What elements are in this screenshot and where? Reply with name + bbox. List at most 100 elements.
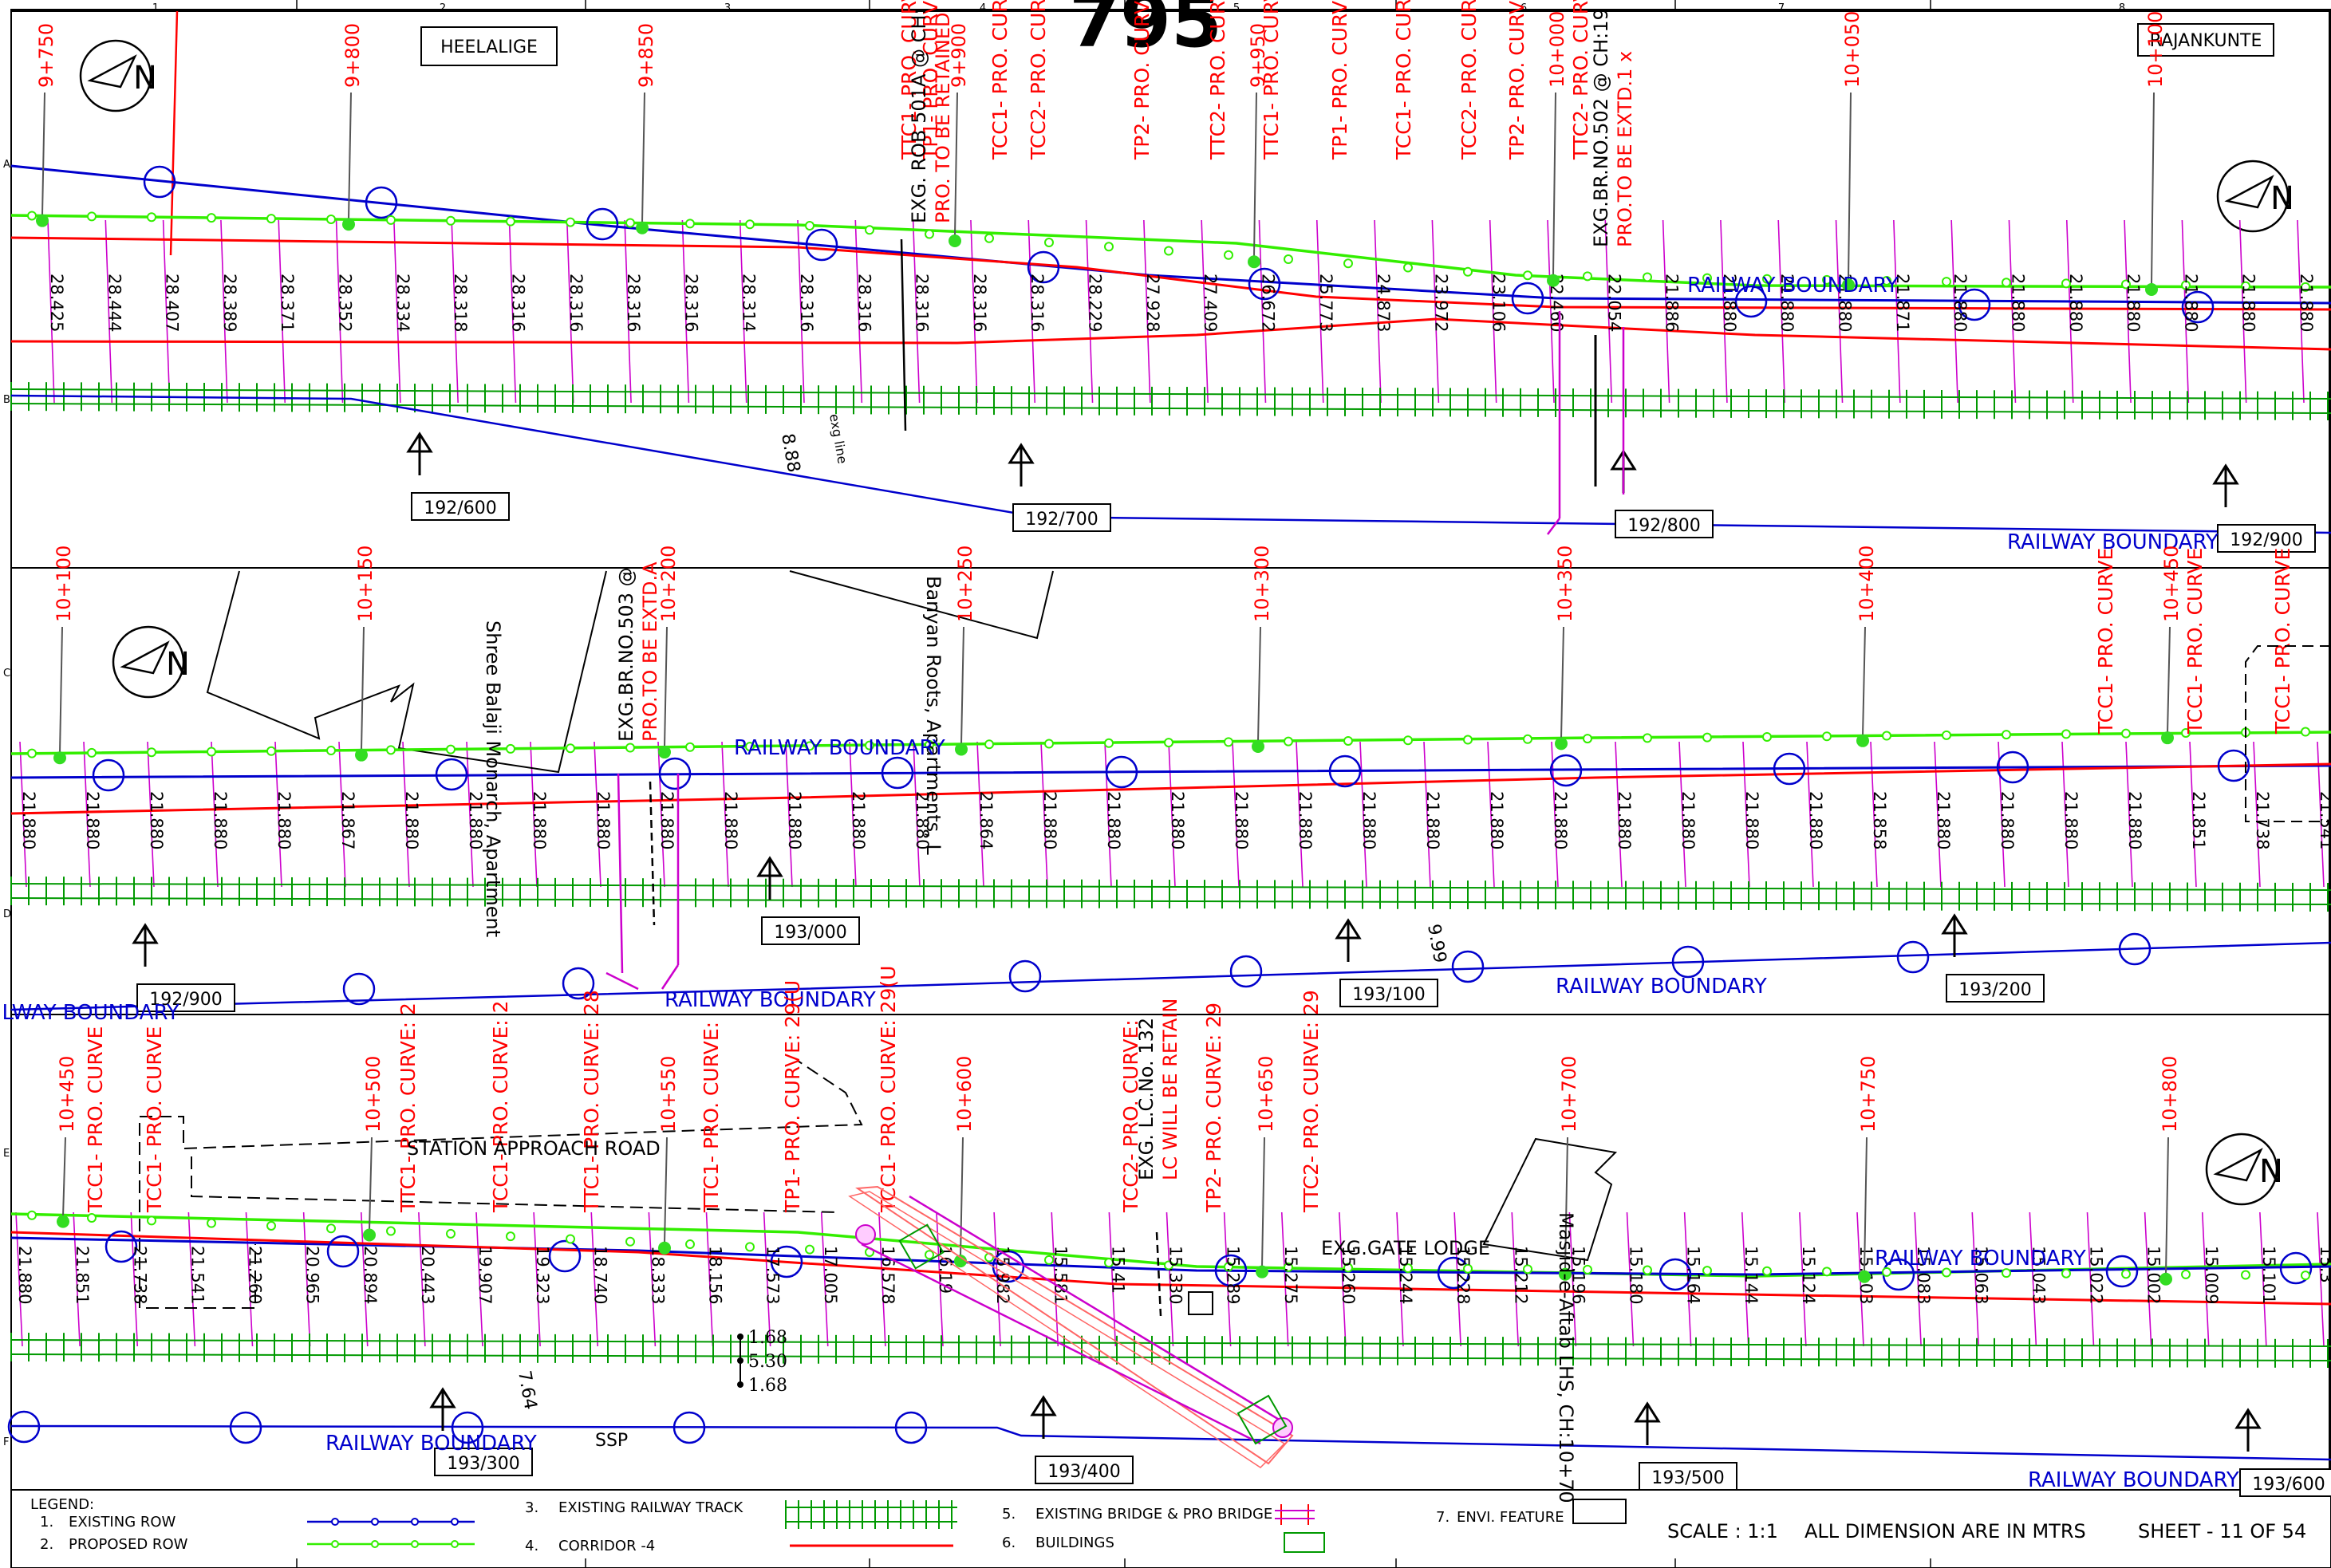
row-marker [1164, 246, 1173, 256]
boundary-pillar-icon [658, 757, 692, 790]
offset-line [15, 1211, 23, 1347]
boundary-pillar-icon [1896, 940, 1930, 974]
offset-line [1683, 1211, 1692, 1347]
level-label: 17.573 [763, 1246, 783, 1304]
row-marker [1044, 739, 1054, 749]
km-arrow-icon [406, 431, 433, 475]
row-marker [805, 741, 814, 751]
offset-line [1339, 1211, 1347, 1347]
row-marker [1164, 738, 1173, 748]
offset-line [1551, 741, 1559, 888]
offset-line [1166, 1211, 1174, 1347]
chainage-point [955, 743, 968, 756]
offset-line [1396, 1211, 1404, 1347]
level-label: 21.880 [785, 791, 804, 849]
offset-line [1806, 741, 1814, 888]
level-label: 21.871 [1893, 274, 1912, 332]
level-label: 28.316 [913, 274, 932, 332]
railway-boundary-label: RAILWAY BOUNDARY [1687, 274, 1899, 297]
row-marker [326, 746, 336, 756]
level-label: 15.330 [1166, 1246, 1185, 1304]
level-label: 21.880 [1487, 791, 1506, 849]
row-marker [1044, 1255, 1054, 1265]
level-label: 28.316 [1027, 274, 1047, 332]
bridge-label: PRO. TO BE RETAINED [932, 13, 954, 224]
row-marker [1224, 1262, 1233, 1272]
row-marker [1284, 1262, 1293, 1272]
grid-row-label: D [3, 908, 11, 920]
offset-line [220, 219, 228, 404]
legend-swatch-envi [1572, 1499, 1627, 1524]
curve-label: TTC2- PRO. CURVE: 29 [1300, 990, 1323, 1213]
row-marker [865, 225, 874, 235]
chainage-leader [960, 626, 964, 745]
level-label: 21.738 [2253, 791, 2272, 849]
boundary-pillar-icon [1027, 250, 1060, 284]
chainage-leader [1552, 92, 1556, 276]
offset-line [105, 219, 113, 404]
boundary-pillar-icon [894, 1411, 928, 1444]
row-marker [2181, 727, 2191, 738]
chainage-point [2159, 1272, 2172, 1286]
km-arrow-icon [132, 923, 159, 967]
offset-line [147, 741, 155, 888]
offset-line [1040, 741, 1048, 888]
corridor-line [10, 762, 2331, 815]
offset-line [1431, 219, 1440, 404]
offset-line [508, 219, 517, 404]
km-post-label: 193/300 [447, 1454, 519, 1474]
offset-line [797, 219, 805, 404]
road-label: STATION APPROACH ROAD [407, 1137, 661, 1160]
boundary-pillar-icon [1549, 754, 1583, 787]
row-marker [2301, 727, 2310, 737]
chainage-label: 9+950 [1247, 23, 1269, 88]
row-marker [1583, 734, 1592, 744]
row-marker [1343, 258, 1353, 269]
existing-row-line [10, 164, 2331, 305]
offset-line [2201, 1211, 2210, 1347]
offset-line [2124, 219, 2132, 404]
row-marker [745, 742, 755, 752]
row-marker [865, 740, 874, 751]
corridor-line [10, 236, 2331, 311]
level-label: 21.880 [1104, 791, 1123, 849]
km-post-box [1639, 1462, 1737, 1491]
offset-line [1971, 1211, 1980, 1347]
offset-line [1201, 219, 1209, 404]
row-marker [1762, 274, 1772, 284]
chainage-leader [1564, 1137, 1568, 1270]
offset-line [2029, 1211, 2037, 1347]
level-label: 15.002 [2144, 1246, 2163, 1304]
dimension-label: 7.64 [514, 1369, 540, 1412]
level-label: 26.672 [1258, 274, 1277, 332]
row-marker [2301, 282, 2310, 292]
row-marker [1762, 731, 1772, 742]
offset-line [763, 1211, 771, 1347]
chainage-leader [2167, 626, 2171, 734]
level-label: 15.275 [1281, 1246, 1300, 1304]
curve-label: TTC1- PRO. CURVE: 28 [580, 990, 603, 1213]
offset-line [705, 1211, 714, 1347]
row-marker [266, 1220, 276, 1231]
km-post-label: 192/600 [424, 498, 496, 518]
boundary-pillar-icon [2279, 1251, 2313, 1285]
legend-label: ENVI. FEATURE [1457, 1509, 1564, 1526]
chainage-label: 9+900 [948, 23, 970, 88]
level-label: 21.880 [849, 791, 868, 849]
level-label: 23.972 [1431, 274, 1450, 332]
row-marker [1523, 270, 1532, 281]
legend-num: 6. [1002, 1535, 1016, 1551]
row-marker [1822, 1267, 1832, 1277]
level-label: 28.229 [1086, 274, 1105, 332]
row-marker [925, 229, 934, 239]
boundary-pillar-icon [342, 972, 376, 1006]
level-label: 21.880 [1678, 791, 1698, 849]
offset-line [2181, 219, 2190, 404]
railway-boundary-label: RAILWAY BOUNDARY [0, 1001, 179, 1025]
chainage-point [1856, 734, 1869, 747]
level-label: 21.867 [338, 791, 357, 849]
sheet-label: SHEET - 11 OF 54 [2138, 1520, 2306, 1542]
chainage-label: 9+800 [341, 23, 364, 88]
row-marker [1583, 1264, 1592, 1274]
